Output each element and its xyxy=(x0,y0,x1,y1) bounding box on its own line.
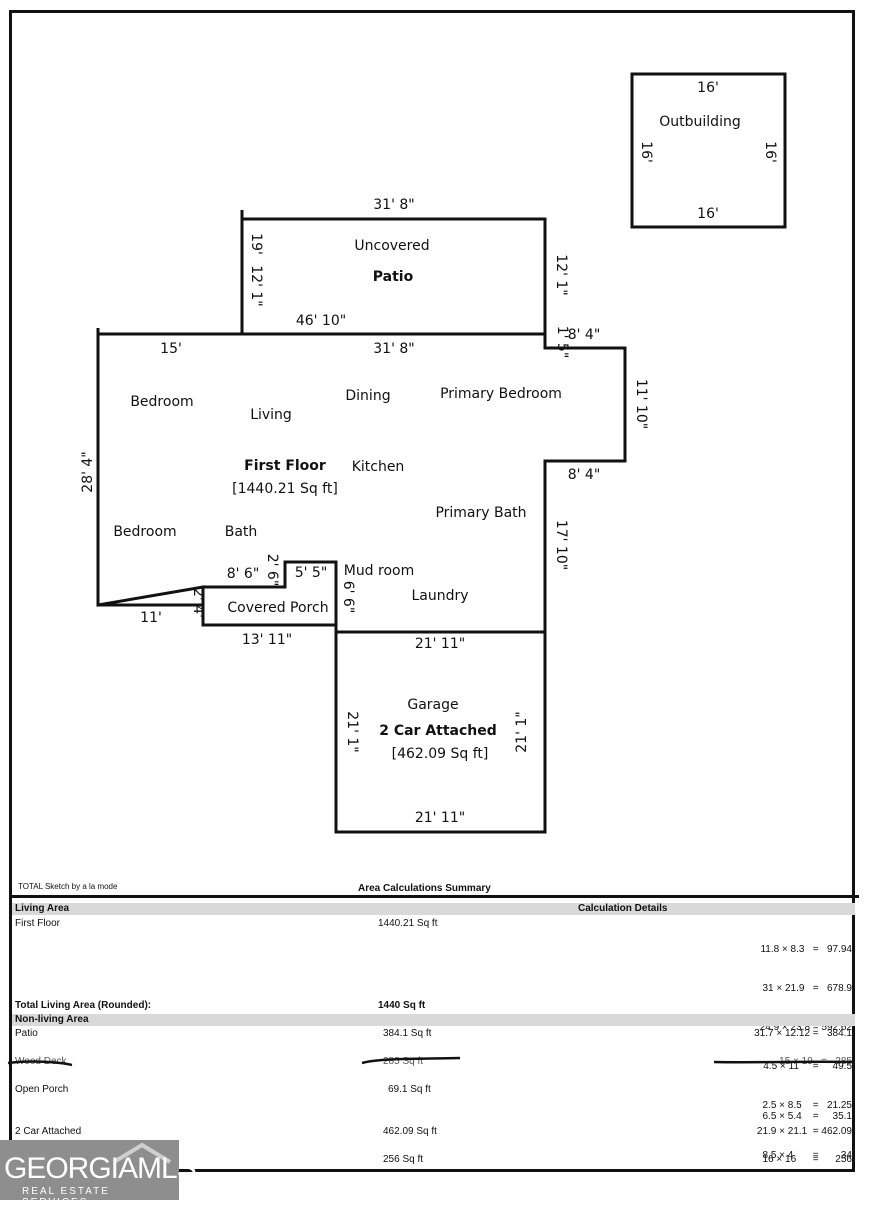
sketch-credit: TOTAL Sketch by a la mode xyxy=(18,882,118,891)
total-living-label: Total Living Area (Rounded): xyxy=(15,1000,152,1011)
garage-area: [462.09 Sq ft] xyxy=(392,746,489,762)
open-porch-calc-1: 6.5 × 5.4 = 35.1 xyxy=(762,1111,852,1122)
room-covered-porch: Covered Porch xyxy=(227,600,328,616)
garage-label: Garage xyxy=(407,697,458,713)
open-porch-calc-2: 8.5 × 4 = 34 xyxy=(762,1150,853,1161)
row-garage-label: 2 Car Attached xyxy=(15,1126,82,1137)
strike-marks xyxy=(7,1056,855,1067)
room-bedroom-2: Bedroom xyxy=(113,524,176,540)
row-wood-deck-area: 285 Sq ft xyxy=(383,1056,424,1067)
living-area-band xyxy=(12,903,855,915)
outbuilding-outline xyxy=(630,72,787,229)
dim-notch-bottom: 8' 4" xyxy=(568,467,601,483)
room-bath: Bath xyxy=(225,524,258,540)
roof-icon xyxy=(112,1142,172,1164)
row-patio-calc: 31.7 × 12.12 = 384.1 xyxy=(754,1028,852,1039)
first-floor-calc-1: 11.8 × 8.3 = 97.94 xyxy=(760,944,852,955)
row-open-porch-area: 69.1 Sq ft xyxy=(388,1084,431,1095)
dim-step-a: 8' 6" xyxy=(227,566,260,582)
living-area-header: Living Area xyxy=(15,903,70,914)
outbuilding-bottom-dim: 16' xyxy=(697,206,719,222)
patio-outline xyxy=(240,217,547,348)
dim-porch-left: 2' 4' xyxy=(190,588,206,618)
outbuilding-right-dim: 16' xyxy=(762,141,778,163)
first-floor-title: First Floor xyxy=(244,458,326,474)
calc-details-header: Calculation Details xyxy=(578,903,668,914)
dim-step-d: 6' 6" xyxy=(340,581,356,614)
floor-plan: 16' Outbuilding 16' 16' 16' 31' 8" Uncov… xyxy=(80,72,787,834)
dim-notch-small: 1' 5" xyxy=(554,326,570,359)
dim-notch-right: 11' 10" xyxy=(633,379,649,429)
first-floor-calc-3: 24.9 × 23.8 = 592.62 xyxy=(759,1022,852,1033)
logo-tagline: REAL ESTATE SERVICES xyxy=(22,1186,110,1208)
dim-porch-bottom: 13' 11" xyxy=(242,632,292,648)
first-floor-row-label: First Floor xyxy=(15,918,60,929)
garage-outline xyxy=(334,630,547,834)
row-garage-calc: 21.9 × 21.1 = 462.09 xyxy=(756,1126,852,1137)
dim-top-left: 15' xyxy=(160,341,182,357)
first-floor-row-area: 1440.21 Sq ft xyxy=(378,918,438,929)
row-outbuilding-calc: 16 × 16 = 256 xyxy=(762,1154,852,1165)
room-dining: Dining xyxy=(345,388,390,404)
patio-label: Patio xyxy=(373,269,414,285)
sketch-frame xyxy=(9,10,855,1172)
nonliving-header: Non-living Area xyxy=(15,1014,89,1025)
first-floor-area: [1440.21 Sq ft] xyxy=(232,481,338,497)
patio-top-dim: 31' 8" xyxy=(373,197,414,213)
summary-heading: Area Calculations Summary xyxy=(358,883,491,894)
room-kitchen: Kitchen xyxy=(352,459,405,475)
room-primary-bath: Primary Bath xyxy=(435,505,526,521)
room-laundry: Laundry xyxy=(411,588,468,604)
logo-name: GEORGIAMLS xyxy=(4,1152,197,1185)
dim-step-b: 2' 6" xyxy=(264,554,280,587)
garage-top-dim: 21' 11" xyxy=(415,636,465,652)
outbuilding-label: Outbuilding xyxy=(659,114,740,130)
row-open-porch-calc-list: 6.5 × 5.4 = 35.1 8.5 × 4 = 34 xyxy=(762,1084,852,1175)
dim-right-lower: 17' 10" xyxy=(553,520,569,570)
outbuilding-left-dim: 16' xyxy=(638,141,654,163)
outbuilding-top-dim: 16' xyxy=(697,80,719,96)
room-mud-room: Mud room xyxy=(344,563,415,579)
first-floor-outline xyxy=(96,332,627,634)
first-floor-calc-4: 4.5 × 11 = 49.5 xyxy=(763,1061,852,1072)
first-floor-calc-2: 31 × 21.9 = 678.9 xyxy=(762,983,852,994)
row-garage-area: 462.09 Sq ft xyxy=(383,1126,437,1137)
dim-notch-top: 8' 4" xyxy=(568,327,601,343)
dim-bottom-left: 11' xyxy=(140,610,162,626)
row-patio-label: Patio xyxy=(15,1028,38,1039)
dim-left: 28' 4" xyxy=(80,451,96,492)
row-outbuilding-area: 256 Sq ft xyxy=(383,1154,424,1165)
dim-top-long: 46' 10" xyxy=(296,313,346,329)
room-bedroom-1: Bedroom xyxy=(130,394,193,410)
nonliving-band xyxy=(12,1014,855,1026)
garage-bottom-dim: 21' 11" xyxy=(415,810,465,826)
first-floor-calc-list: 11.8 × 8.3 = 97.94 31 × 21.9 = 678.9 24.… xyxy=(760,917,852,1125)
first-floor-calc-5: 2.5 × 8.5 = 21.25 xyxy=(762,1100,852,1111)
dim-step-c: 5' 5" xyxy=(295,565,328,581)
patio-right-dim: 12' 1" xyxy=(553,254,569,295)
garage-right-dim: 21' 1" xyxy=(514,711,530,752)
room-living: Living xyxy=(250,407,292,423)
garage-title: 2 Car Attached xyxy=(379,723,497,739)
total-living-value: 1440 Sq ft xyxy=(378,1000,426,1011)
room-primary-bedroom: Primary Bedroom xyxy=(440,386,562,402)
dim-top-mid: 31' 8" xyxy=(373,341,414,357)
garage-left-dim: 21' 1" xyxy=(344,711,360,752)
patio-label-uncovered: Uncovered xyxy=(354,238,429,254)
row-patio-area: 384.1 Sq ft xyxy=(383,1028,432,1039)
patio-left-dim-b: 12' 1" xyxy=(248,265,264,306)
patio-left-dim-a: 19' xyxy=(248,233,264,255)
georgia-mls-logo: GEORGIAMLS REAL ESTATE SERVICES xyxy=(0,1140,197,1208)
summary-divider xyxy=(9,895,859,898)
row-open-porch-label: Open Porch xyxy=(15,1084,69,1095)
